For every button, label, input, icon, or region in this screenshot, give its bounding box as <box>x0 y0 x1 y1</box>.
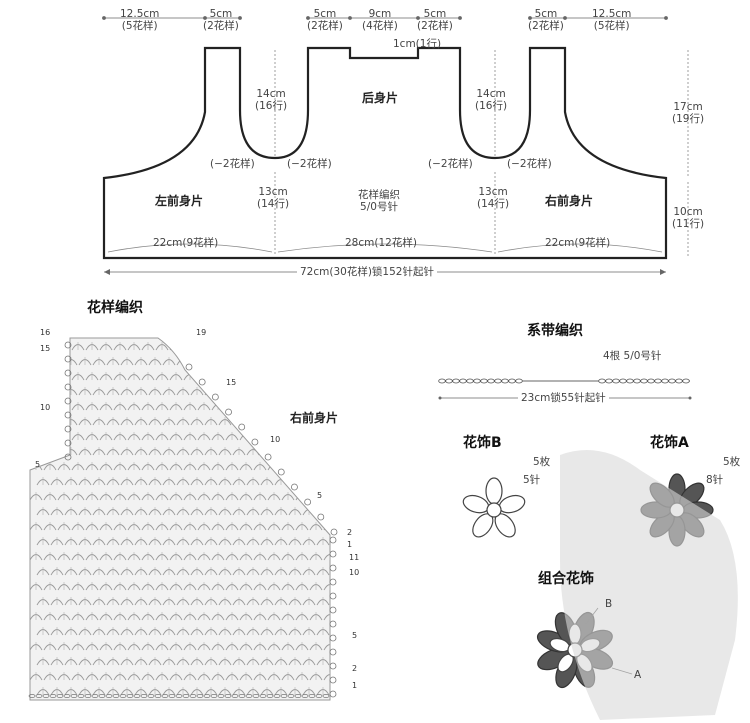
flower-b-count: 5枚 <box>533 456 551 468</box>
armhole-left-dim: 14cm(16行) <box>255 88 288 112</box>
side-10cm: 10cm(11行) <box>672 206 705 230</box>
bottom-arcs <box>107 243 663 253</box>
row-num-right-2a: 2 <box>347 528 353 537</box>
vertical-guides <box>274 50 689 256</box>
row-num-right-15: 15 <box>226 378 237 387</box>
dim-back-strap-left: 5cm(2花样) <box>307 8 343 32</box>
right-front-label: 右前身片 <box>545 194 594 208</box>
combo-label-a: A <box>634 669 642 681</box>
dec-right-a: (−2花样) <box>428 158 473 170</box>
flower-b-drawing <box>462 477 526 538</box>
flower-a-count: 5枚 <box>723 456 741 468</box>
flower-a-stitches: 8针 <box>706 474 724 486</box>
row-num-right-5b: 5 <box>352 631 358 640</box>
row-num-right-19: 19 <box>196 328 207 337</box>
dim-right-width: 12.5cm(5花样) <box>592 8 632 32</box>
dim-left-strap: 5cm(2花样) <box>203 8 239 32</box>
bottom-right-dim: 22cm(9花样) <box>545 237 611 249</box>
total-width-dim: 72cm(30花样)锁152针起针 <box>297 266 437 278</box>
back-piece-label: 后身片 <box>362 91 399 105</box>
dec-left-b: (−2花样) <box>287 158 332 170</box>
back-and-front-outline <box>102 46 668 260</box>
flower-a-title: 花饰A <box>650 435 689 451</box>
row-num-right-11: 11 <box>349 553 360 562</box>
armhole-right-dim: 14cm(16行) <box>475 88 508 112</box>
row-num-left-15: 15 <box>40 344 51 353</box>
side-left-dim: 13cm(14行) <box>257 186 290 210</box>
dim-back-strap-right: 5cm(2花样) <box>417 8 453 32</box>
dim-right-strap: 5cm(2花样) <box>528 8 564 32</box>
row-num-right-10b: 10 <box>349 568 360 577</box>
dec-right-b: (−2花样) <box>507 158 552 170</box>
combo-label-b: B <box>605 598 613 610</box>
chart-outline <box>29 337 331 701</box>
side-17cm: 17cm(19行) <box>672 101 705 125</box>
top-dimension-lines <box>102 16 668 20</box>
chart-title: 花样编织 <box>87 300 143 316</box>
bottom-left-dim: 22cm(9花样) <box>153 237 219 249</box>
row-num-left-5: 5 <box>35 460 41 469</box>
watermark-stamp <box>560 450 738 720</box>
row-num-right-1b: 1 <box>352 681 358 690</box>
row-num-right-2b: 2 <box>352 664 358 673</box>
chart-piece-label: 右前身片 <box>290 411 339 425</box>
tie-note: 4根 5/0号针 <box>603 350 662 362</box>
row-num-right-10: 10 <box>270 435 281 444</box>
dim-neck-depth: 1cm(1行) <box>393 38 442 50</box>
row-num-right-1a: 1 <box>347 540 353 549</box>
dim-left-width: 12.5cm(5花样) <box>120 8 160 32</box>
tie-chain-stitches <box>438 378 690 384</box>
dim-back-neck: 9cm(4花样) <box>362 8 398 32</box>
bottom-mid-dim: 28cm(12花样) <box>345 237 417 249</box>
stitch-chart <box>28 337 338 701</box>
garment-shape <box>104 48 666 258</box>
tie-title: 系带编织 <box>527 323 583 339</box>
dec-left-a: (−2花样) <box>210 158 255 170</box>
side-right-dim: 13cm(14行) <box>477 186 510 210</box>
combo-title: 组合花饰 <box>538 571 594 587</box>
row-num-left-16: 16 <box>40 328 51 337</box>
left-front-label: 左前身片 <box>155 194 204 208</box>
row-num-left-10: 10 <box>40 403 51 412</box>
row-num-right-5: 5 <box>317 491 323 500</box>
flower-b-title: 花饰B <box>463 435 502 451</box>
tie-length: 23cm锁55针起针 <box>518 392 609 404</box>
flower-b-stitches: 5针 <box>523 474 541 486</box>
